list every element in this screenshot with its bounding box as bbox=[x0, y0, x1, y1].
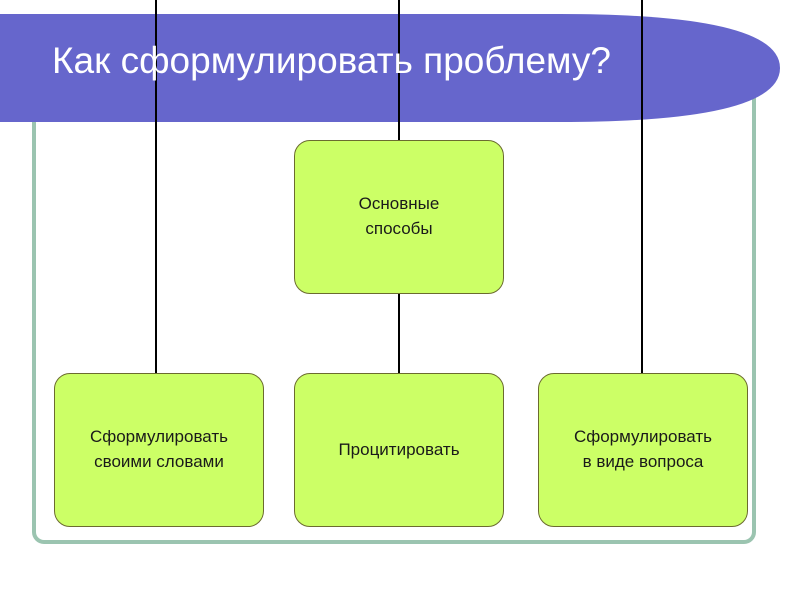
node-own-words: Сформулировать своими словами bbox=[54, 373, 264, 527]
node-quote-line1: Процитировать bbox=[338, 439, 460, 459]
node-own-words-line2: своими словами bbox=[94, 452, 224, 471]
node-question-form-line2: в виде вопроса bbox=[582, 452, 704, 471]
node-main-methods-line2: способы bbox=[365, 219, 433, 238]
node-question-form-line1: Сформулировать bbox=[573, 427, 713, 447]
node-main-methods: Основные способы bbox=[294, 140, 504, 294]
node-quote: Процитировать bbox=[294, 373, 504, 527]
slide-title: Как сформулировать проблему? bbox=[52, 40, 611, 81]
node-own-words-line1: Сформулировать bbox=[89, 427, 229, 447]
node-main-methods-line1: Основные bbox=[358, 194, 440, 214]
node-question-form: Сформулировать в виде вопроса bbox=[538, 373, 748, 527]
